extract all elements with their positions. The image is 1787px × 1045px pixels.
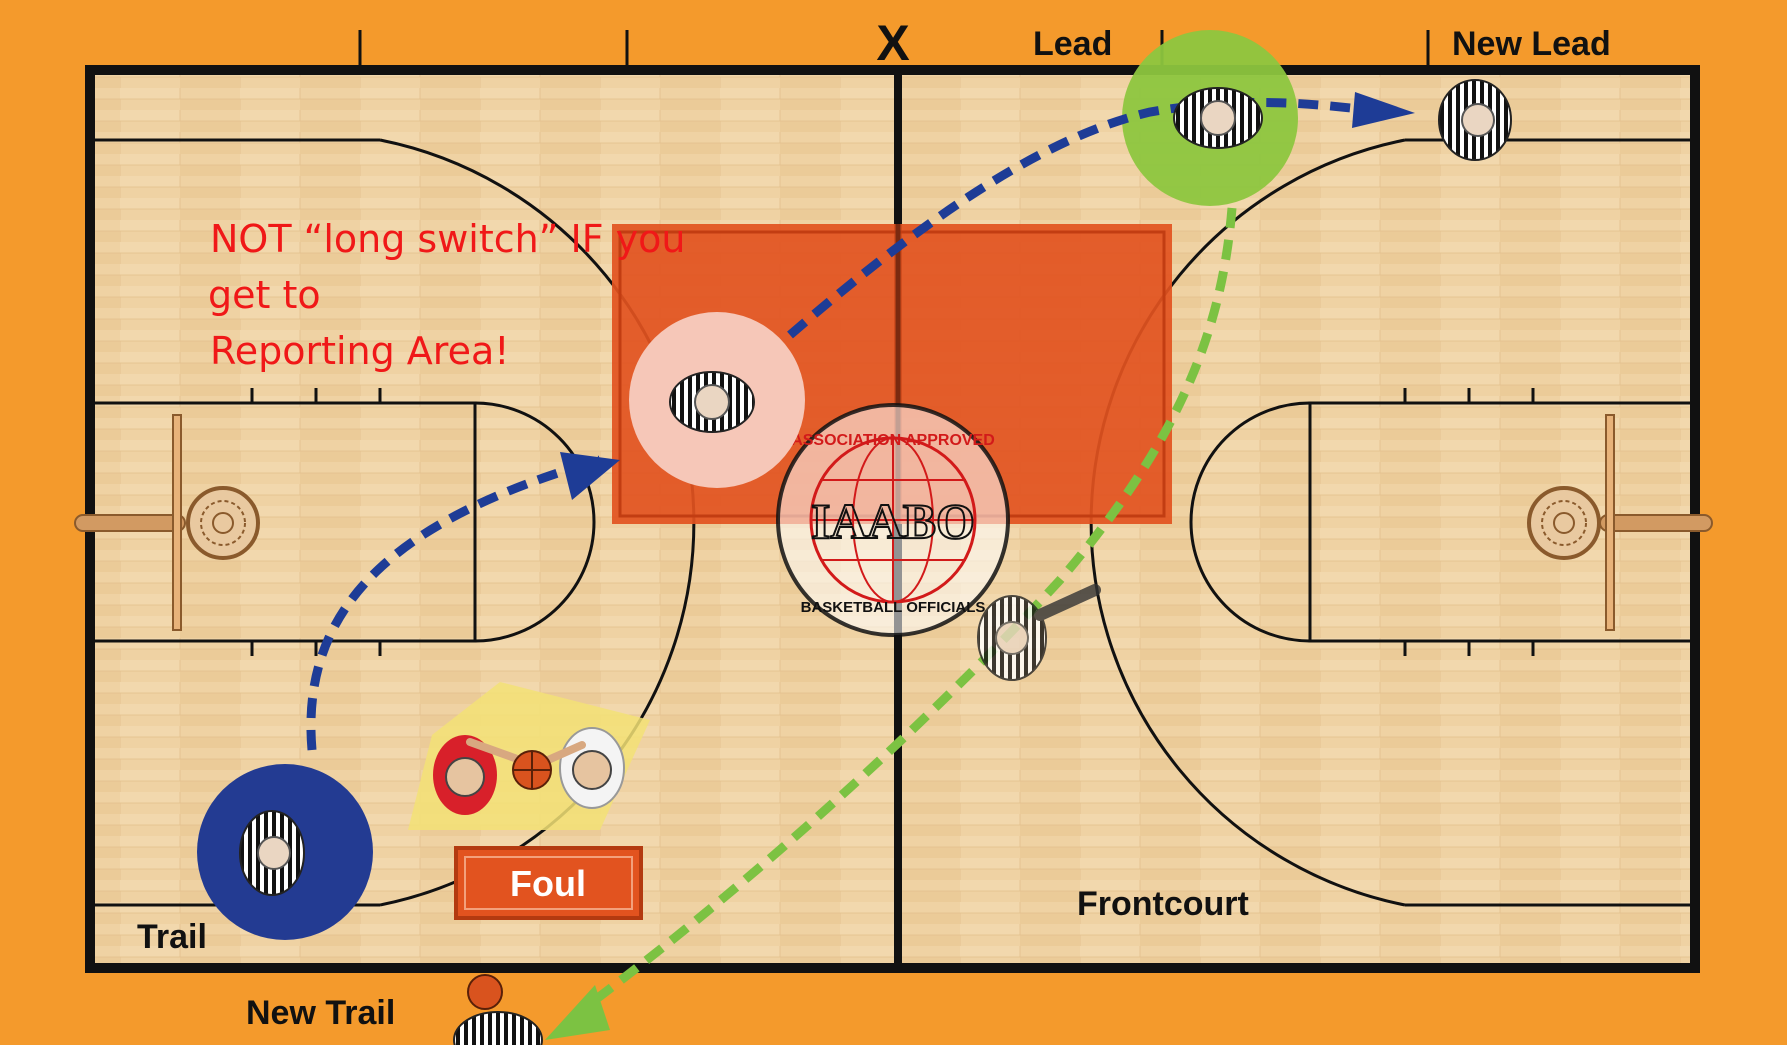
frontcourt-label: Frontcourt [1077,885,1249,923]
foul-label-box: Foul [456,848,641,918]
note-line-2: get to [208,273,321,317]
new-trail-label: New Trail [246,994,395,1032]
lead-label: Lead [1033,25,1112,63]
x-mark: X [876,15,909,71]
logo-middle-text: IAABO [811,493,975,549]
referee-icon [1439,80,1511,160]
new-lead-label: New Lead [1452,25,1611,63]
referee-icon [670,372,754,432]
note-line-3: Reporting Area! [210,329,510,373]
referee-icon [240,811,304,895]
foul-label: Foul [510,863,586,904]
logo-top-text: ASSOCIATION APPROVED [791,432,995,449]
basketball-icon [513,751,551,789]
referee-icon [1174,88,1262,148]
iaabo-logo: ASSOCIATION APPROVED IAABO BASKETBALL OF… [778,405,1008,635]
note-line-1: NOT “long switch” IF you [210,217,685,261]
logo-bottom-text: BASKETBALL OFFICIALS [801,599,986,616]
trail-label: Trail [137,918,207,956]
